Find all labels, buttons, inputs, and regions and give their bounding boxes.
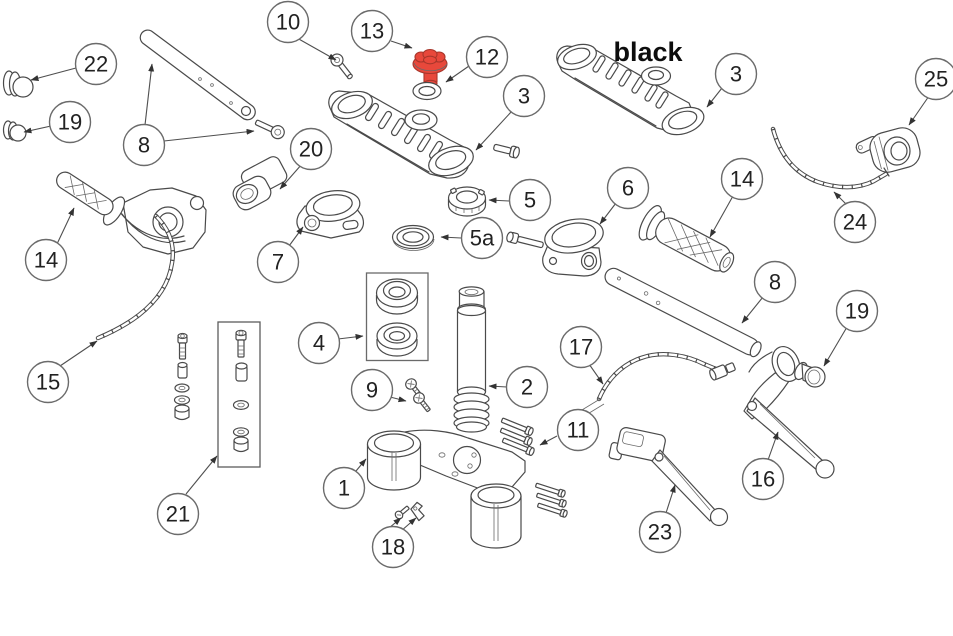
part-dust-seal <box>391 224 435 251</box>
callout-7: 7 <box>256 240 300 284</box>
callout-label-11: 11 <box>567 418 590 443</box>
callout-label-3-right: 3 <box>730 62 742 87</box>
callout-11: 11 <box>556 408 600 452</box>
callout-label-7: 7 <box>272 250 284 275</box>
part-bar-end-plug-small-left <box>2 120 27 142</box>
part-fastener-kit-box <box>217 321 261 468</box>
part-steering-nut <box>447 186 487 217</box>
callout-label-8-left: 8 <box>138 133 150 158</box>
part-clipon-tube-right <box>604 267 762 358</box>
callout-label-25: 25 <box>924 67 948 92</box>
part-clamp-ring <box>296 190 365 239</box>
callout-label-5a: 5a <box>470 226 495 251</box>
callout-label-13: 13 <box>360 19 384 44</box>
part-lower-triple-clamp <box>366 429 526 549</box>
part-cable-guide <box>232 156 288 211</box>
callout-8-right: 8 <box>753 260 797 304</box>
callout-label-1: 1 <box>338 476 350 501</box>
part-stem-nut-highlighted <box>412 48 448 88</box>
callout-21: 21 <box>156 492 200 536</box>
callout-24: 24 <box>833 200 877 244</box>
part-lock-screw-and-clip <box>394 501 425 522</box>
part-right-grip <box>638 205 735 273</box>
callout-label-22: 22 <box>84 52 108 77</box>
part-clutch-cable <box>576 352 719 419</box>
callout-label-20: 20 <box>299 137 323 162</box>
callout-2: 2 <box>505 365 549 409</box>
callout-label-17: 17 <box>569 335 593 360</box>
callout-10: 10 <box>266 0 310 44</box>
part-bearing-set <box>365 272 429 362</box>
callout-label-24: 24 <box>843 210 867 235</box>
callout-19-left: 19 <box>48 100 92 144</box>
part-top-triple-clamp <box>328 90 474 179</box>
part-brake-lever <box>608 427 729 527</box>
callout-label-23: 23 <box>648 520 672 545</box>
callout-16: 16 <box>741 457 785 501</box>
part-bar-end-plug-small-right <box>794 361 826 388</box>
callout-13: 13 <box>350 9 394 53</box>
callouts: 22 19 10 13 12 3 3 25 24 8 20 14 7 5 5a … <box>24 0 953 569</box>
callout-14-right: 14 <box>720 157 764 201</box>
part-switch-cable <box>770 126 889 190</box>
callout-18: 18 <box>371 525 415 569</box>
part-screws-pair <box>405 378 431 413</box>
callout-20: 20 <box>289 127 333 171</box>
part-clipon-bolt <box>254 119 285 140</box>
callout-label-19-right: 19 <box>845 299 869 324</box>
callout-15: 15 <box>26 360 70 404</box>
callout-label-14-left: 14 <box>34 248 58 273</box>
callout-label-19-left: 19 <box>58 110 82 135</box>
callout-label-10: 10 <box>276 10 300 35</box>
color-note-label: black <box>613 37 683 67</box>
callout-6: 6 <box>606 166 650 210</box>
callout-3-mid: 3 <box>502 74 546 118</box>
callout-25: 25 <box>914 57 953 101</box>
callout-label-6: 6 <box>622 176 634 201</box>
part-kill-switch <box>855 127 921 177</box>
part-fastener-column-loose <box>173 332 191 421</box>
callout-label-4: 4 <box>313 331 325 356</box>
part-brake-hose <box>95 213 175 341</box>
callout-label-2: 2 <box>521 375 533 400</box>
callout-14-left: 14 <box>24 238 68 282</box>
callout-label-21: 21 <box>166 502 190 527</box>
callout-8-left: 8 <box>122 123 166 167</box>
part-steering-stem <box>453 286 490 433</box>
part-bolt-set-upper <box>499 417 535 456</box>
callout-5: 5 <box>508 178 552 222</box>
callout-19-right: 19 <box>835 289 879 333</box>
part-clipon-tube-left <box>139 29 256 121</box>
part-top-triple-clamp-black <box>556 43 705 136</box>
callout-3-right: 3 <box>714 52 758 96</box>
callout-label-8-right: 8 <box>769 270 781 295</box>
callout-17: 17 <box>559 325 603 369</box>
callout-label-9: 9 <box>366 378 378 403</box>
callout-22: 22 <box>74 42 118 86</box>
part-pinch-bolt <box>330 53 353 80</box>
callout-label-12: 12 <box>475 45 499 70</box>
callout-23: 23 <box>638 510 682 554</box>
callout-label-15: 15 <box>36 370 60 395</box>
callout-12: 12 <box>465 35 509 79</box>
part-left-grip-assembly <box>56 171 207 255</box>
part-bolt-set-lower <box>535 482 568 518</box>
part-stem-washer <box>412 81 442 101</box>
part-throttle-perch <box>506 218 604 277</box>
callout-label-3-mid: 3 <box>518 84 530 109</box>
callout-9: 9 <box>350 368 394 412</box>
part-clutch-lever-assembly <box>709 346 835 479</box>
callout-5a: 5a <box>460 216 504 260</box>
callout-label-14-right: 14 <box>730 167 754 192</box>
part-clamp-bolt-right <box>493 143 520 159</box>
callout-label-18: 18 <box>381 535 405 560</box>
part-bar-end-plug-large <box>2 70 34 98</box>
callout-label-16: 16 <box>751 467 775 492</box>
callout-label-5: 5 <box>524 188 536 213</box>
callout-4: 4 <box>297 321 341 365</box>
callout-1: 1 <box>322 466 366 510</box>
